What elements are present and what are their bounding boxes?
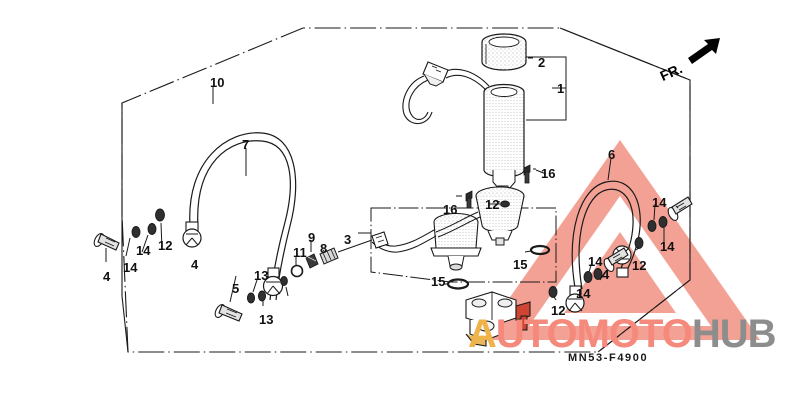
filter-group-box [370, 207, 557, 283]
washer-12-filter-art [495, 200, 510, 208]
callout-o-ring-filter-b: 15 [513, 257, 528, 272]
watermark-brand-end: HUB [691, 312, 777, 356]
callout-bolt-pump-mount: 16 [541, 166, 556, 181]
callout-bolt-banjo-left: 4 [103, 269, 111, 284]
callout-o-ring-filter-a: 15 [431, 274, 446, 289]
washer-14-left-2-art [147, 223, 157, 235]
washer-12-left-art [155, 208, 165, 222]
callout-clip: 9 [308, 230, 316, 245]
hose-left-fitting-lower-art [262, 267, 284, 297]
callout-diagram-frame-ref: 10 [210, 75, 225, 90]
callout-pump-cover: 2 [538, 55, 546, 70]
washer-14-right-3-art [647, 220, 657, 232]
bolt-16-lower-art [456, 190, 473, 209]
callout-washer-seal-right-2: 14 [652, 195, 667, 210]
filter-tubes-art [371, 211, 481, 253]
fuel-filter-set-art [358, 186, 557, 290]
bolt-4-left-art [93, 232, 120, 251]
callout-bracket-1 [526, 56, 567, 121]
o-ring-15-a-art [446, 278, 470, 290]
diagram-frame-solid-part [121, 27, 691, 353]
hose-right-fitting-lower-art [565, 285, 585, 313]
callout-washer-right-lower: 12 [551, 303, 566, 318]
bolt-16-upper-art [523, 164, 536, 184]
front-direction-arrow-icon [688, 38, 720, 64]
callout-bolt-banjo-right-1: 4 [191, 257, 199, 272]
watermark-brand-mid: UTOMOTO [495, 312, 693, 356]
washer-12-right-lower-art [548, 286, 558, 298]
callout-washer-seal-left-2: 14 [136, 243, 151, 258]
clip-9-art [305, 253, 319, 269]
callout-washer-seal-right-1: 14 [588, 254, 603, 269]
callout-bolt-filter-mount: 16 [443, 202, 458, 217]
callout-washer-left: 12 [158, 238, 173, 253]
callout-washer-lower-a: 13 [254, 268, 269, 283]
callout-washer-lower-b: 13 [259, 312, 274, 327]
washer-14-right-1-art [583, 271, 593, 283]
fuel-valve-block-art [465, 291, 531, 347]
pump-body-art [483, 83, 525, 198]
callout-bolt-banjo-right-2: 4 [602, 267, 610, 282]
washer-13-a-art [246, 292, 256, 304]
callout-washer-right-upper: 12 [632, 258, 647, 273]
callout-leader-lines [105, 86, 679, 306]
callout-fuel-hose-right: 6 [608, 147, 616, 162]
callout-fuel-pump-assembly: 1 [557, 81, 565, 96]
washer-14-left-1-art [131, 226, 141, 238]
callout-bolt-lower-left: 5 [232, 281, 240, 296]
filter-connector-art [371, 231, 389, 249]
watermark-letter-a: A [468, 312, 497, 356]
pump-wire-harness-art [402, 68, 490, 125]
callout-fuel-filter-set: 3 [344, 232, 352, 247]
o-ring-15-b-art [529, 244, 551, 256]
watermark-brand: AUTOMOTOHUB [468, 312, 777, 357]
hose-left-fitting-upper-art [182, 221, 202, 248]
washer-13-c-art [280, 275, 288, 287]
washer-14-right-4-art [658, 216, 668, 228]
callout-washer-seal-left-1: 14 [123, 260, 138, 275]
bolt-4-right-2-art [667, 196, 693, 222]
callout-o-ring-small: 11 [293, 245, 307, 260]
pump-cover-art [481, 33, 527, 71]
callout-washer-filter: 12 [485, 197, 500, 212]
bolt-4-right-1-art [603, 247, 629, 273]
washer-13-b-art [257, 290, 267, 302]
o-ring-11-art [290, 264, 304, 278]
washer-12-right-upper-art [634, 237, 644, 249]
callout-washer-seal-right-4: 14 [576, 286, 591, 301]
bolt-5-art [214, 303, 243, 322]
clamp-8-art [319, 247, 339, 265]
callout-washer-seal-right-3: 14 [660, 239, 675, 254]
callout-clamp: 8 [320, 241, 328, 256]
washer-14-right-2-art [593, 268, 603, 280]
callout-fuel-hose-left: 7 [242, 137, 250, 152]
filter-canister-right-art [475, 186, 525, 246]
fuel-pump-assembly-art [402, 33, 567, 198]
part-number: MN53-F4900 [568, 352, 649, 364]
pump-connector-art [422, 61, 449, 87]
fuel-hose-left-art [189, 132, 297, 301]
